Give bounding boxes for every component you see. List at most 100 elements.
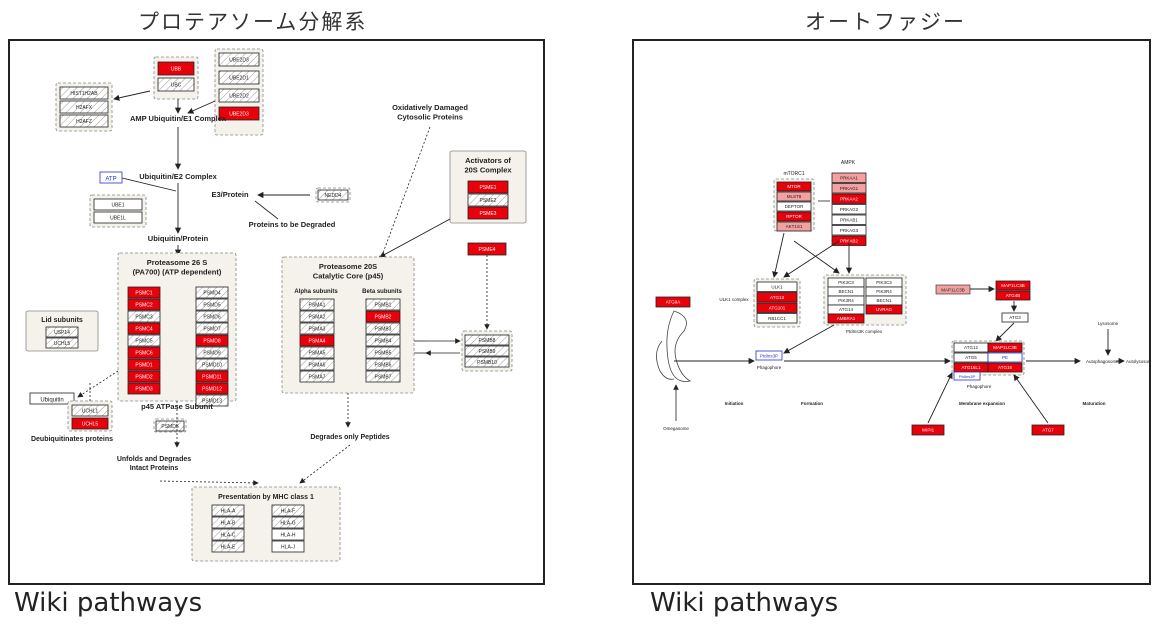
gene-box [299, 298, 335, 311]
gene-label: PSMD2 [135, 374, 152, 380]
gene-box [987, 352, 1023, 363]
gene-label: HLA-H [280, 532, 295, 538]
gene-label: PSMA5 [309, 350, 326, 356]
gene-label: UBE1L [110, 215, 126, 221]
gene-label: ATG4B [1006, 293, 1020, 298]
gene-label: PSMD1 [135, 362, 152, 368]
gene-box [195, 286, 229, 299]
gene-box [93, 198, 143, 211]
ubiquitin-label: Ubiquitin [40, 398, 63, 404]
gene-label: PIK3C3 [876, 280, 892, 285]
ubiquitin-box [29, 392, 75, 405]
gene-label: BECN1 [838, 289, 854, 294]
gene-label: PRKAG1 [840, 186, 859, 191]
gene-box [127, 346, 161, 359]
p20-title: Catalytic Core (p45) [313, 272, 384, 281]
gene-label: PIK3R4 [876, 289, 892, 294]
gene-label: MAP1LC3B [1001, 283, 1025, 288]
pi3k-complex-label: PtdIns3K complex [846, 329, 883, 334]
gene-label: HLA-F [281, 508, 295, 514]
gene-box [195, 310, 229, 323]
gene-label: AMBRA1 [837, 316, 856, 321]
gene-label: PSMD11 [202, 374, 222, 380]
gene-label: BECN1 [876, 298, 892, 303]
atp-box [99, 171, 123, 184]
left-caption: Wiki pathways [14, 588, 203, 618]
gene-label: UBE2D3 [229, 57, 249, 63]
gene-label: PSMB6 [375, 362, 392, 368]
gene-label: ATG5 [965, 355, 977, 360]
autophagy-diagram: mTORC1MTORMLST8DEPTORRPTORAKT1S1AMPKPRKA… [655, 160, 1155, 436]
gene-label: ATG13 [770, 295, 784, 300]
activators-label: Activators of [465, 156, 511, 165]
unfolds-label: Unfolds and Degrades [117, 456, 191, 463]
mtorc1-label: mTORC1 [783, 171, 804, 177]
arrow-mtor-ulk [772, 232, 785, 278]
gene-box [299, 358, 335, 371]
lid-label: Lid subunits [41, 317, 83, 324]
gene-box [127, 382, 161, 395]
gene-label: HLA-C [220, 532, 235, 538]
arrow-to-hist [113, 90, 151, 101]
mhc-label: Presentation by MHC class 1 [218, 494, 314, 501]
p20-title: Proteasome 20S [319, 262, 377, 271]
ulk1-complex-label: ULK1 complex [719, 297, 749, 302]
gene-label: PSMA3 [309, 326, 326, 332]
gene-label: ATG3 [1009, 315, 1021, 320]
arrow-mtor-pi3k [793, 240, 840, 274]
phagophore-label-2: Phagophore [967, 384, 992, 389]
gene-box [464, 334, 510, 346]
gene-box [756, 302, 798, 313]
gene-label: HLA-E [221, 544, 236, 550]
gene-label: H2AFZ [76, 119, 92, 125]
initiation-label: Initiation [725, 401, 744, 406]
gene-box [195, 322, 229, 335]
gene-box [127, 298, 161, 311]
gene-box [45, 326, 79, 338]
e3-label: E3/Protein [211, 190, 249, 199]
gene-label: HLA-B [221, 520, 236, 526]
gene-box [155, 420, 185, 432]
gene-label: PSMC3 [135, 314, 152, 320]
to-degrade-label: Proteins to be Degraded [249, 220, 336, 229]
gene-label: HIST1H2AB [70, 91, 98, 97]
gene-label: PSME4 [479, 247, 496, 253]
gene-label: ATG16 [998, 365, 1012, 370]
gene-box [71, 404, 109, 417]
maturation-label: Maturation [1083, 401, 1106, 406]
gene-box [655, 296, 691, 308]
gene-box [865, 304, 903, 315]
beta-label: Beta subunits [362, 289, 402, 295]
gene-label: PSMA1 [309, 302, 326, 308]
gene-label: PRKAB2 [840, 238, 858, 243]
lysosome-label: Lysosome [1098, 321, 1119, 326]
right-title: オートファジー [805, 10, 966, 34]
golgi-shape [666, 310, 692, 382]
arrow-ube2 [187, 100, 216, 114]
gene-label: PIK3R4 [838, 298, 854, 303]
gene-box [365, 358, 401, 371]
gene-box [776, 181, 812, 192]
gene-box [776, 221, 812, 232]
gene-box [157, 77, 195, 92]
gene-label: USP14 [54, 330, 70, 336]
gene-label: NEDD4 [325, 193, 342, 199]
gene-label: PSME1 [480, 185, 497, 191]
gene-box [365, 346, 401, 359]
gene-box [195, 334, 229, 347]
gene-label: PSME2 [480, 198, 497, 204]
golgi-shape-2 [656, 340, 675, 380]
gene-label: PSMB5 [375, 350, 392, 356]
gene-label: PSMA7 [309, 374, 326, 380]
gene-label: RB1CC1 [768, 316, 786, 321]
gene-label: PSMB9 [479, 349, 496, 355]
gene-label: UBE2D2 [229, 93, 249, 99]
gene-label: PSMC5 [135, 338, 152, 344]
gene-label: UBB [171, 66, 182, 72]
gene-label: PRKAG3 [840, 228, 859, 233]
gene-box [467, 206, 509, 220]
gene-label: WIPI1 [922, 428, 935, 433]
gene-label: ATG14 [839, 307, 853, 312]
gene-label: PSMD5 [161, 424, 178, 430]
deubiq-label: Deubiquitinates proteins [31, 436, 113, 443]
